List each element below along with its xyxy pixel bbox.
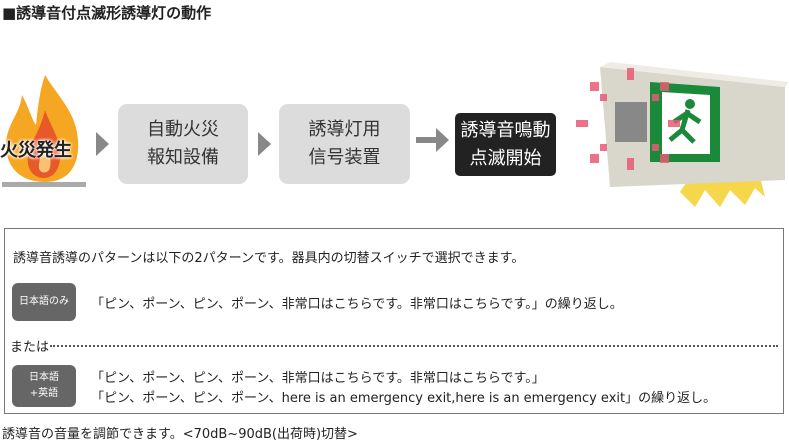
step-line: 自動火災	[147, 119, 219, 140]
dotted-divider	[50, 345, 778, 347]
step-line: 誘導音鳴動	[460, 119, 551, 141]
fire-label: 火災発生	[0, 140, 72, 161]
pattern2-text-line1: 「ピン、ポーン、ピン、ポーン、非常口はこちらです。非常口はこちらです。」	[91, 371, 545, 386]
pattern1-text: 「ピン、ポーン、ピン、ポーン、非常口はこちらです。非常口はこちらです。」の繰り返…	[91, 297, 623, 312]
step-line: 報知設備	[147, 147, 219, 168]
section-title: ■誘導音付点滅形誘導灯の動作	[2, 4, 212, 22]
flow-step-signal-device: 誘導灯用信号装置	[279, 104, 410, 184]
exit-sign-icon	[576, 62, 789, 207]
pattern1-tag: 日本語のみ	[12, 283, 76, 321]
arrow-head-icon	[436, 128, 449, 152]
arrow-icon	[96, 132, 109, 156]
flow-step-blink-start: 誘導音鳴動点滅開始	[455, 113, 556, 176]
volume-note: 誘導音の音量を調節できます。<70dB~90dB(出荷時)切替>	[2, 427, 358, 442]
exit-sign-illustration	[570, 62, 789, 212]
flow-step-fire-alarm: 自動火災報知設備	[118, 104, 248, 184]
arrow-icon	[258, 132, 271, 156]
step-line: 信号装置	[308, 147, 381, 168]
step-line: 誘導灯用	[308, 119, 381, 140]
flame-icon	[2, 75, 86, 187]
arrow-icon	[416, 137, 438, 143]
pattern2-tag: 日本語 +英語	[12, 365, 76, 407]
or-label: または	[10, 340, 50, 355]
tag-line: +英語	[29, 388, 59, 399]
fire-illustration: 火災発生	[0, 70, 90, 190]
tag-line: 日本語	[29, 372, 59, 383]
step-line: 点滅開始	[469, 147, 542, 169]
pattern2-text-line2: 「ピン、ポーン、ピン、ポーン、here is an emergency exit…	[91, 391, 717, 406]
pattern-intro: 誘導音誘導のパターンは以下の2パターンです。器具内の切替スイッチで選択できます。	[13, 251, 525, 266]
pattern-info-box	[4, 228, 784, 414]
